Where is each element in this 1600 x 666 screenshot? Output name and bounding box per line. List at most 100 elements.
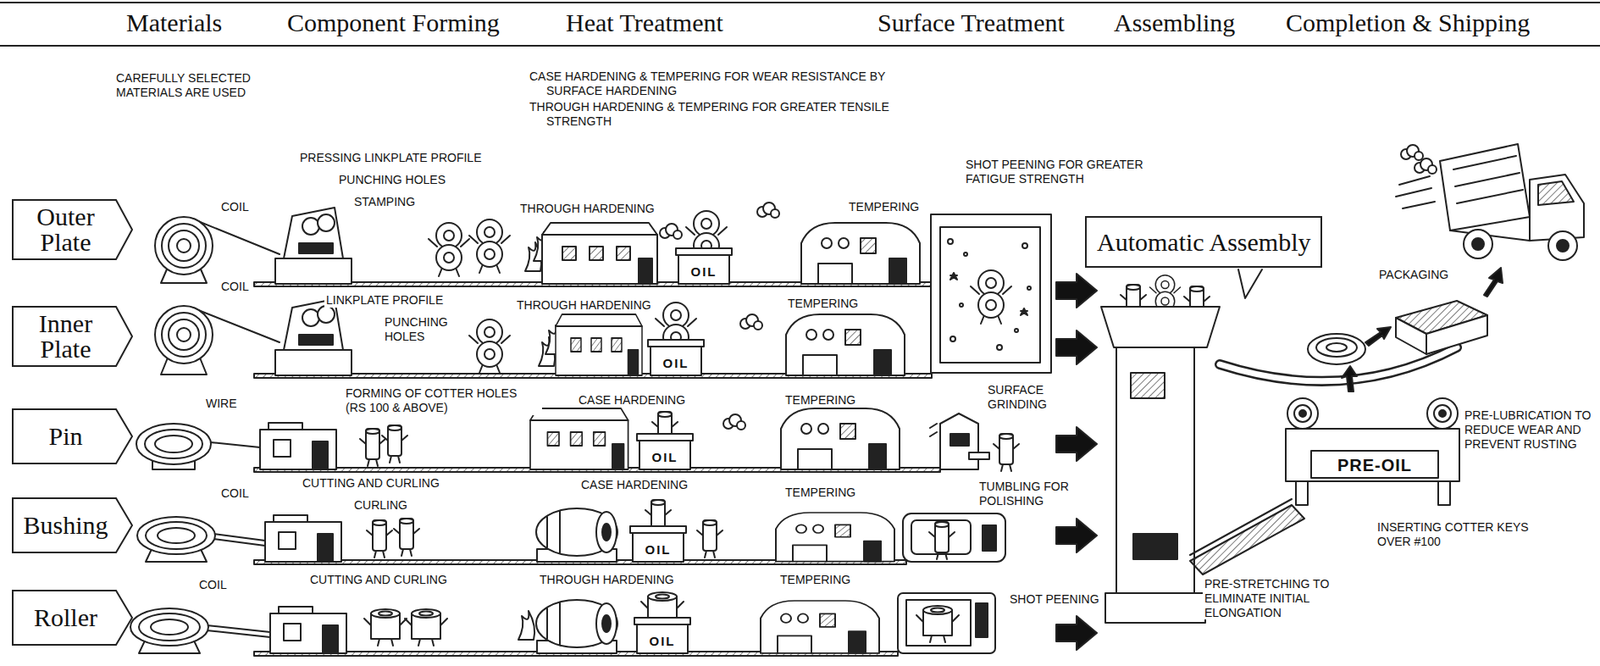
header-rule xyxy=(0,2,1600,46)
material-coil xyxy=(161,223,206,268)
pre-oil-machine xyxy=(1438,481,1451,505)
strip-coil xyxy=(157,527,195,543)
pin-line xyxy=(260,408,1019,471)
assembly-machine xyxy=(1101,275,1305,623)
strip-coil xyxy=(138,613,200,641)
delivery-truck xyxy=(1548,231,1578,261)
bushing-line xyxy=(393,518,420,556)
strip-coil xyxy=(213,533,266,546)
strip-coil xyxy=(130,516,271,654)
bushing-line xyxy=(366,520,393,558)
process-label: TEMPERING xyxy=(847,199,921,215)
shot-particles xyxy=(950,336,956,342)
assembly-machine xyxy=(1130,372,1165,399)
material-coil xyxy=(155,305,213,364)
material-coil xyxy=(161,312,206,357)
header-rule xyxy=(0,1,1600,4)
process-label: SHOT PEENING FOR GREATER FATIGUE STRENGT… xyxy=(963,157,1180,187)
outer-plate-line xyxy=(659,223,682,239)
strip-coil xyxy=(150,619,189,635)
bushing-line xyxy=(697,520,723,558)
packaging xyxy=(1316,337,1357,357)
heat-treatment-note: CASE HARDENING & TEMPERING FOR WEAR RESI… xyxy=(527,69,904,99)
tank-label: OIL xyxy=(649,449,681,466)
inner-plate-line xyxy=(740,314,763,330)
process-label: SURFACE GRINDING xyxy=(985,382,1070,412)
process-label: TEMPERING xyxy=(786,296,860,311)
process-label: PRE-STRETCHING TO ELIMINATE INITIAL ELON… xyxy=(1202,576,1359,620)
process-label: CASE HARDENING xyxy=(579,477,690,493)
wire-coil xyxy=(136,423,261,470)
inner-plate-line xyxy=(555,314,643,376)
shot-particles xyxy=(1022,243,1028,249)
pre-oil-machine xyxy=(1219,347,1460,505)
assembly-machine xyxy=(1101,306,1220,348)
process-label: WIRE xyxy=(204,396,239,411)
shot-particles xyxy=(1027,286,1031,290)
process-label: LINKPLATE PROFILE xyxy=(324,293,445,308)
process-label: THROUGH HARDENING xyxy=(537,572,676,587)
grinding-machine xyxy=(930,413,990,470)
pre-oil-machine xyxy=(1439,409,1446,417)
shot-peening-machine xyxy=(897,592,996,654)
material-coil xyxy=(177,238,191,253)
grinding-machine xyxy=(950,433,969,446)
process-label: PUNCHING HOLES xyxy=(382,315,463,344)
stage-heading: Heat Treatment xyxy=(564,8,726,37)
strip-coil xyxy=(137,516,216,554)
process-label: CAREFULLY SELECTED MATERIALS ARE USED xyxy=(114,71,288,100)
part-row-tag: Roller xyxy=(11,589,133,646)
pre-oil-machine xyxy=(1294,404,1312,422)
stage-heading: Materials xyxy=(124,8,224,37)
flow-arrows xyxy=(1056,426,1097,461)
outer-plate-line xyxy=(675,248,732,284)
delivery-truck xyxy=(1463,229,1493,259)
strip-coil xyxy=(145,521,207,549)
stage-heading: Surface Treatment xyxy=(875,8,1067,37)
packaging xyxy=(1365,326,1391,346)
flow-arrows xyxy=(1056,273,1097,308)
stage-heading: Completion & Shipping xyxy=(1284,8,1532,37)
node-title: Inner Plate xyxy=(38,310,93,362)
conveyor-belt xyxy=(254,282,941,656)
process-label: FORMING OF COTTER HOLES (RS 100 & ABOVE) xyxy=(343,386,543,416)
process-label: CUTTING AND CURLING xyxy=(308,572,449,587)
pin-line xyxy=(993,433,1019,471)
pin-line xyxy=(530,408,629,470)
node-title: Pin xyxy=(48,423,83,449)
shot-peening-window xyxy=(940,226,1041,363)
delivery-truck xyxy=(1395,143,1584,261)
process-label: TEMPERING xyxy=(783,485,858,500)
delivery-truck xyxy=(1400,144,1423,161)
shot-particles xyxy=(963,252,968,256)
bushing-line xyxy=(265,514,342,562)
wire-coil xyxy=(136,423,211,465)
packaging xyxy=(1307,333,1366,365)
outer-plate-line xyxy=(757,202,780,218)
bushing-line xyxy=(929,521,955,560)
process-label: CASE HARDENING xyxy=(576,393,687,408)
delivery-truck xyxy=(1556,239,1569,252)
process-label: TEMPERING xyxy=(783,393,858,408)
pin-line xyxy=(260,422,337,470)
grinding-machine xyxy=(940,413,979,470)
packaging xyxy=(1326,343,1347,352)
process-label: COIL xyxy=(219,279,251,294)
shot-particles xyxy=(1020,308,1028,316)
delivery-truck xyxy=(1414,158,1437,174)
process-label: THROUGH HARDENING xyxy=(514,298,654,313)
material-coil xyxy=(155,216,213,275)
roller-line xyxy=(634,617,691,654)
inner-plate-line xyxy=(275,298,352,376)
outer-plate-line xyxy=(469,219,510,273)
speech-tail xyxy=(1238,269,1263,299)
flow-arrows xyxy=(1056,615,1097,650)
pre-oil-machine xyxy=(1285,428,1460,482)
packaging xyxy=(1426,315,1488,355)
process-label: TUMBLING FOR POLISHING xyxy=(977,479,1091,509)
roller-line xyxy=(760,600,880,654)
tag-outline xyxy=(12,498,133,553)
assembly-machine xyxy=(1105,592,1206,623)
shot-particles xyxy=(947,238,1031,350)
delivery-truck xyxy=(1538,181,1574,205)
